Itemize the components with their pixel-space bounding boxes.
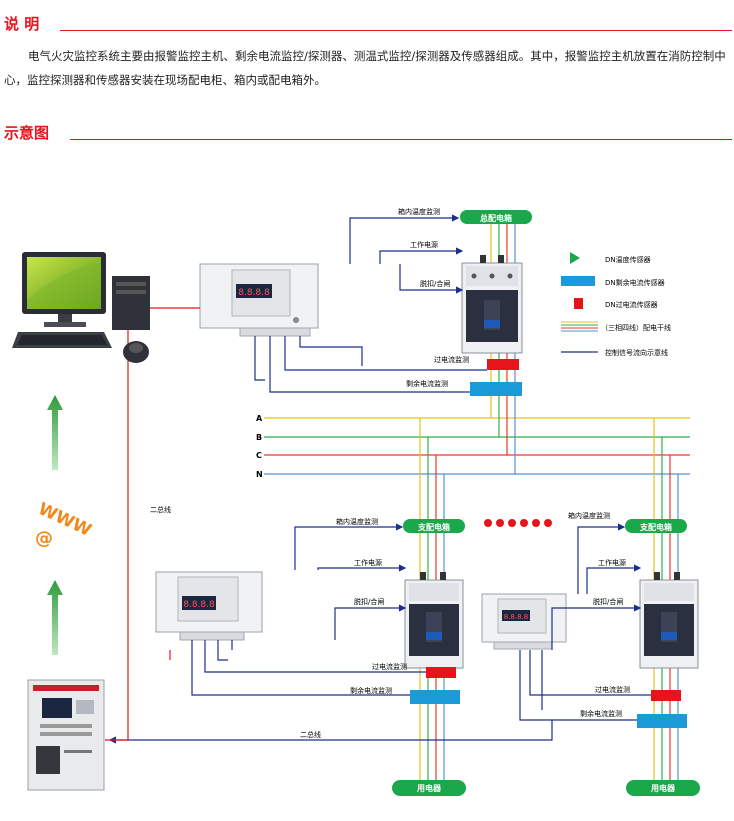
device-display-main: 8.8.8.8: [238, 288, 270, 298]
description-paragraph: 电气火灾监控系统主要由报警监控主机、剩余电流监控/探测器、测温式监控/探测器及传…: [4, 44, 732, 92]
label-residual-main: 剩余电流监测: [406, 379, 448, 388]
label-residual-left: 剩余电流监测: [350, 686, 392, 695]
breaker-main: [461, 255, 523, 354]
monitor-device-right: 8.8.8.8: [481, 593, 567, 650]
signal-lines-main: [254, 214, 487, 393]
label-residual-right: 剩余电流监测: [580, 709, 622, 718]
alarm-host-icon: [27, 679, 105, 791]
label-box-temp-left: 箱内温度监测: [336, 517, 378, 526]
signal-lines-right: [108, 523, 651, 744]
legend: DN温度传感器 DN剩余电流传感器 DN过电流传感器 （三相四线）配电干线 控制…: [561, 252, 671, 357]
monitor-device-left: 8.8.8.8: [155, 571, 263, 641]
legend-item-overcurrent: DN过电流传感器: [605, 300, 658, 309]
phase-label-b: B: [256, 433, 262, 442]
residual-sensor-left: [410, 690, 460, 704]
overcurrent-sensor-main: [487, 359, 519, 370]
label-trip-left: 脱扣/合闸: [354, 597, 384, 606]
label-box-temp-right: 箱内温度监测: [568, 511, 610, 520]
description-text: 电气火灾监控系统主要由报警监控主机、剩余电流监控/探测器、测温式监控/探测器及传…: [4, 49, 726, 87]
label-power-left: 工作电源: [354, 558, 382, 567]
breaker-right: [639, 572, 699, 669]
overcurrent-sensor-right: [651, 690, 681, 701]
device-display-right: 8.8.8.8: [504, 613, 529, 621]
section-title-diagram: 示意图: [4, 124, 50, 142]
sub-distribution-box-right: 支配电箱: [625, 519, 687, 533]
label-trip-right: 脱扣/合闸: [593, 597, 623, 606]
main-box-label: 总配电箱: [480, 213, 512, 223]
ellipsis-dots: [484, 519, 552, 527]
at-text: @: [35, 528, 53, 549]
section-rule-description: [60, 30, 732, 31]
legend-item-signal: 控制信号流向示意线: [605, 348, 668, 357]
phase-label-c: C: [256, 451, 262, 460]
monitor-device-main: 8.8.8.8: [199, 263, 319, 337]
phase-label-n: N: [256, 470, 263, 479]
legend-item-trunk: （三相四线）配电干线: [601, 323, 671, 332]
legend-temp-sensor-icon: [570, 252, 580, 264]
sub-box-left-label: 支配电箱: [417, 522, 450, 532]
load-right: 用电器: [626, 780, 700, 796]
overcurrent-sensor-left: [426, 667, 456, 678]
legend-item-residual: DN剩余电流传感器: [605, 278, 665, 287]
internet-www-icon: WWW @: [35, 499, 95, 549]
label-bus-upper: 二总线: [150, 505, 171, 514]
device-display-left: 8.8.8.8: [183, 600, 215, 610]
legend-trunk-icon: [561, 321, 598, 332]
load-left: 用电器: [392, 780, 466, 796]
section-title-description: 说 明: [4, 15, 40, 33]
label-power-right: 工作电源: [598, 558, 626, 567]
label-overcurrent-main: 过电流监测: [434, 355, 469, 364]
signal-lines-left: [191, 523, 426, 696]
load-right-label: 用电器: [650, 783, 676, 793]
sub-distribution-box-left: 支配电箱: [403, 519, 465, 533]
residual-sensor-right: [637, 714, 687, 728]
legend-residual-sensor-icon: [561, 276, 595, 286]
residual-sensor-main: [470, 382, 522, 396]
label-trip-main: 脱扣/合闸: [420, 279, 450, 288]
main-distribution-box: 总配电箱: [460, 210, 532, 224]
up-arrow-upper: [47, 395, 63, 470]
phase-label-a: A: [256, 414, 263, 423]
legend-item-temp: DN温度传感器: [605, 255, 651, 264]
sub-box-right-label: 支配电箱: [639, 522, 672, 532]
label-overcurrent-right: 过电流监测: [595, 685, 630, 694]
label-bus-lower: 二总线: [300, 730, 321, 739]
label-power-main: 工作电源: [410, 240, 438, 249]
legend-overcurrent-sensor-icon: [574, 298, 583, 309]
bus-lines: [105, 307, 200, 741]
load-left-label: 用电器: [416, 783, 442, 793]
label-overcurrent-left: 过电流监测: [372, 662, 407, 671]
up-arrow-lower: [47, 580, 63, 655]
computer-icon: [12, 252, 150, 363]
label-box-temp-main: 箱内温度监测: [398, 207, 440, 216]
section-rule-diagram: [70, 139, 732, 140]
phase-bus: A B C N: [256, 414, 690, 479]
breaker-left: [404, 572, 464, 669]
